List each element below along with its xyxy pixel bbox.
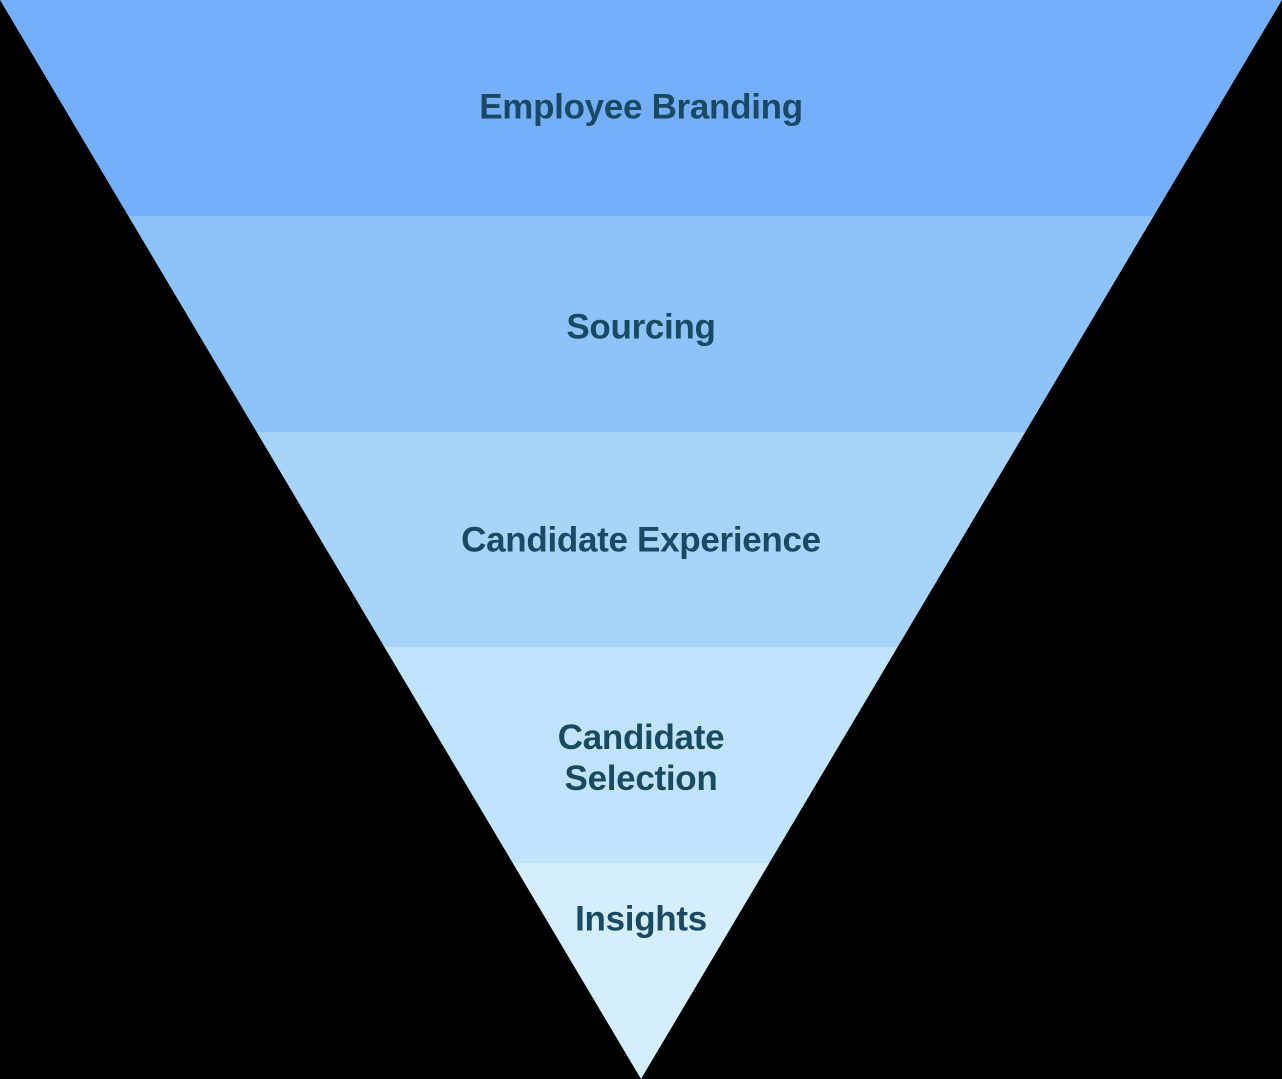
funnel-label-sourcing: Sourcing bbox=[566, 307, 716, 347]
funnel-label-candidate-experience: Candidate Experience bbox=[461, 520, 821, 560]
funnel-layer-insights bbox=[0, 863, 1282, 1079]
funnel-label-insights: Insights bbox=[575, 899, 707, 939]
funnel-layer-employee-branding bbox=[0, 0, 1282, 216]
funnel-label-candidate-selection: Candidate Selection bbox=[557, 718, 725, 798]
funnel-label-employee-branding: Employee Branding bbox=[479, 87, 803, 127]
